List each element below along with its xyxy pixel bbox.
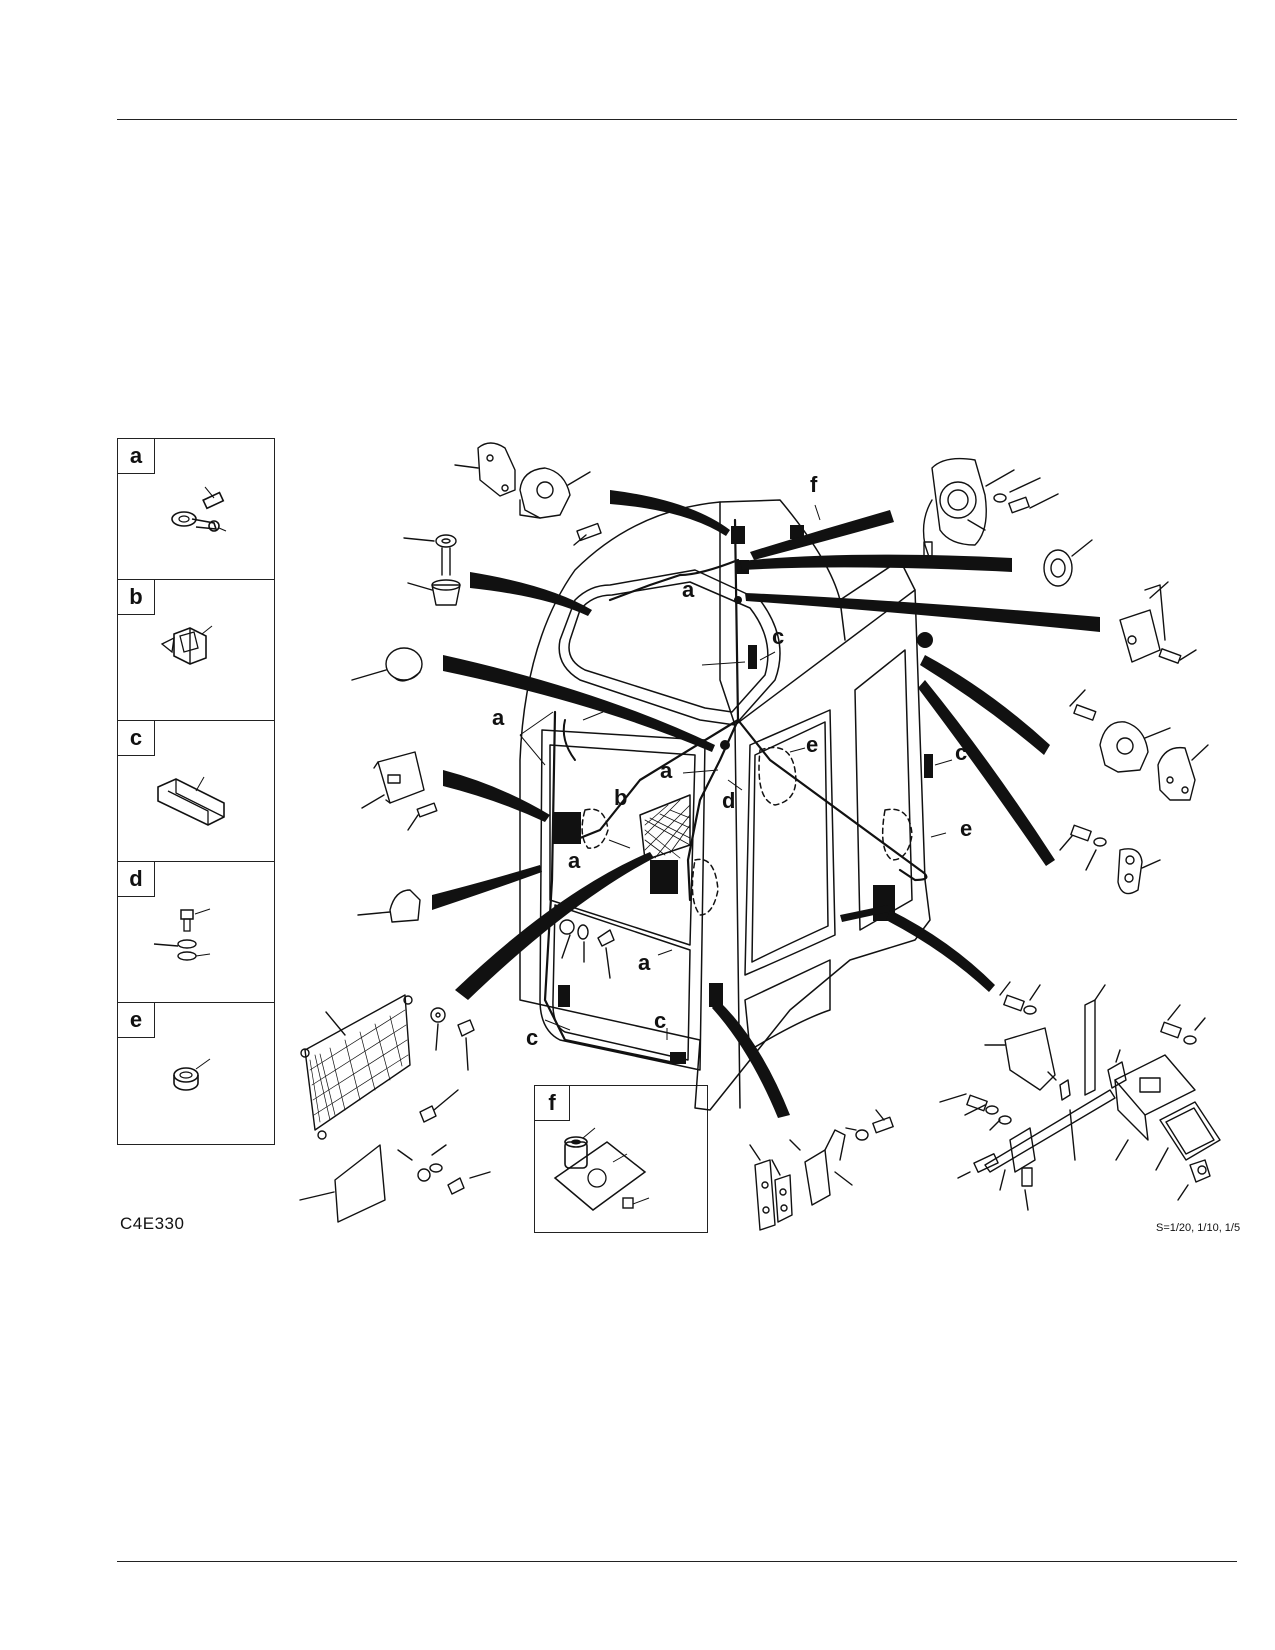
work-lamp [931, 457, 987, 546]
callout-c: c [772, 624, 784, 649]
legend-cell-b: b [117, 579, 274, 721]
switch-mount-icon [553, 1127, 650, 1211]
legend-tag: c [117, 720, 155, 756]
leader-band [918, 680, 1055, 866]
leader-band [840, 905, 888, 922]
door-latch [1099, 721, 1149, 773]
scale-note: S=1/20, 1/10, 1/5 [1156, 1222, 1241, 1234]
callout-b: b [614, 785, 627, 810]
leader-band [920, 655, 1050, 755]
bottom-rule [117, 1561, 1237, 1562]
mount-bracket [1004, 1027, 1056, 1091]
leader-band [886, 910, 995, 992]
leader-band [455, 852, 654, 1000]
leader-band [740, 554, 1012, 572]
hinge-bracket [1119, 609, 1161, 663]
callout-a: a [568, 848, 581, 873]
callout-e: e [806, 732, 818, 757]
hitch-block [1114, 1054, 1196, 1116]
legend-tag: e [117, 1002, 155, 1038]
wire-clip-icon [160, 625, 213, 665]
detail-inset-f: f [534, 1085, 708, 1233]
bracket-plate [477, 442, 516, 497]
callout-f: f [810, 472, 818, 497]
top-rule [117, 119, 1237, 120]
callout-c: c [955, 740, 967, 765]
leader-band [470, 572, 592, 616]
callout-a: a [660, 758, 673, 783]
rubber-stop [431, 584, 461, 606]
cable-clamp-icon [171, 486, 227, 532]
detail-legend: a b c d [117, 438, 275, 1145]
ground-bolt-icon [153, 908, 211, 961]
door-frame [539, 729, 706, 1071]
callout-e: e [960, 816, 972, 841]
leader-band [712, 1000, 790, 1118]
leader-band [443, 770, 550, 822]
legend-tag: a [117, 438, 155, 474]
latch-plate [1157, 746, 1196, 801]
callout-a: a [682, 577, 695, 602]
legend-cell-c: c [117, 720, 274, 862]
legend-tag: b [117, 579, 155, 615]
mesh-net [304, 994, 411, 1131]
leader-band [443, 655, 715, 752]
channel-clip-icon [157, 776, 225, 826]
dome-cap [385, 647, 423, 681]
callout-a: a [492, 705, 505, 730]
callout-c: c [526, 1025, 538, 1050]
legend-cell-a: a [117, 438, 274, 580]
leader-band [750, 510, 894, 560]
leader-band [610, 490, 730, 536]
gasket-frame [1159, 1101, 1221, 1161]
leader-band [745, 593, 1100, 632]
legend-cell-e: e [117, 1002, 274, 1144]
leader-band [432, 865, 542, 910]
angle-bracket [804, 1149, 831, 1206]
latch-striker [519, 467, 571, 519]
legend-cell-d: d [117, 861, 274, 1003]
callout-a: a [638, 950, 651, 975]
support-bar [984, 1089, 1116, 1173]
grommet [1043, 549, 1073, 587]
front-window [558, 569, 781, 726]
inset-tag: f [534, 1085, 570, 1121]
legend-tag: d [117, 861, 155, 897]
callout-c: c [654, 1008, 666, 1033]
callout-d: d [722, 788, 735, 813]
grommet-icon [173, 1058, 211, 1091]
room-lamp [377, 751, 425, 804]
figure-code: C4E330 [120, 1214, 185, 1233]
cover-plate [334, 1144, 386, 1223]
link-plate [1117, 848, 1143, 895]
foam-pad [389, 889, 421, 923]
